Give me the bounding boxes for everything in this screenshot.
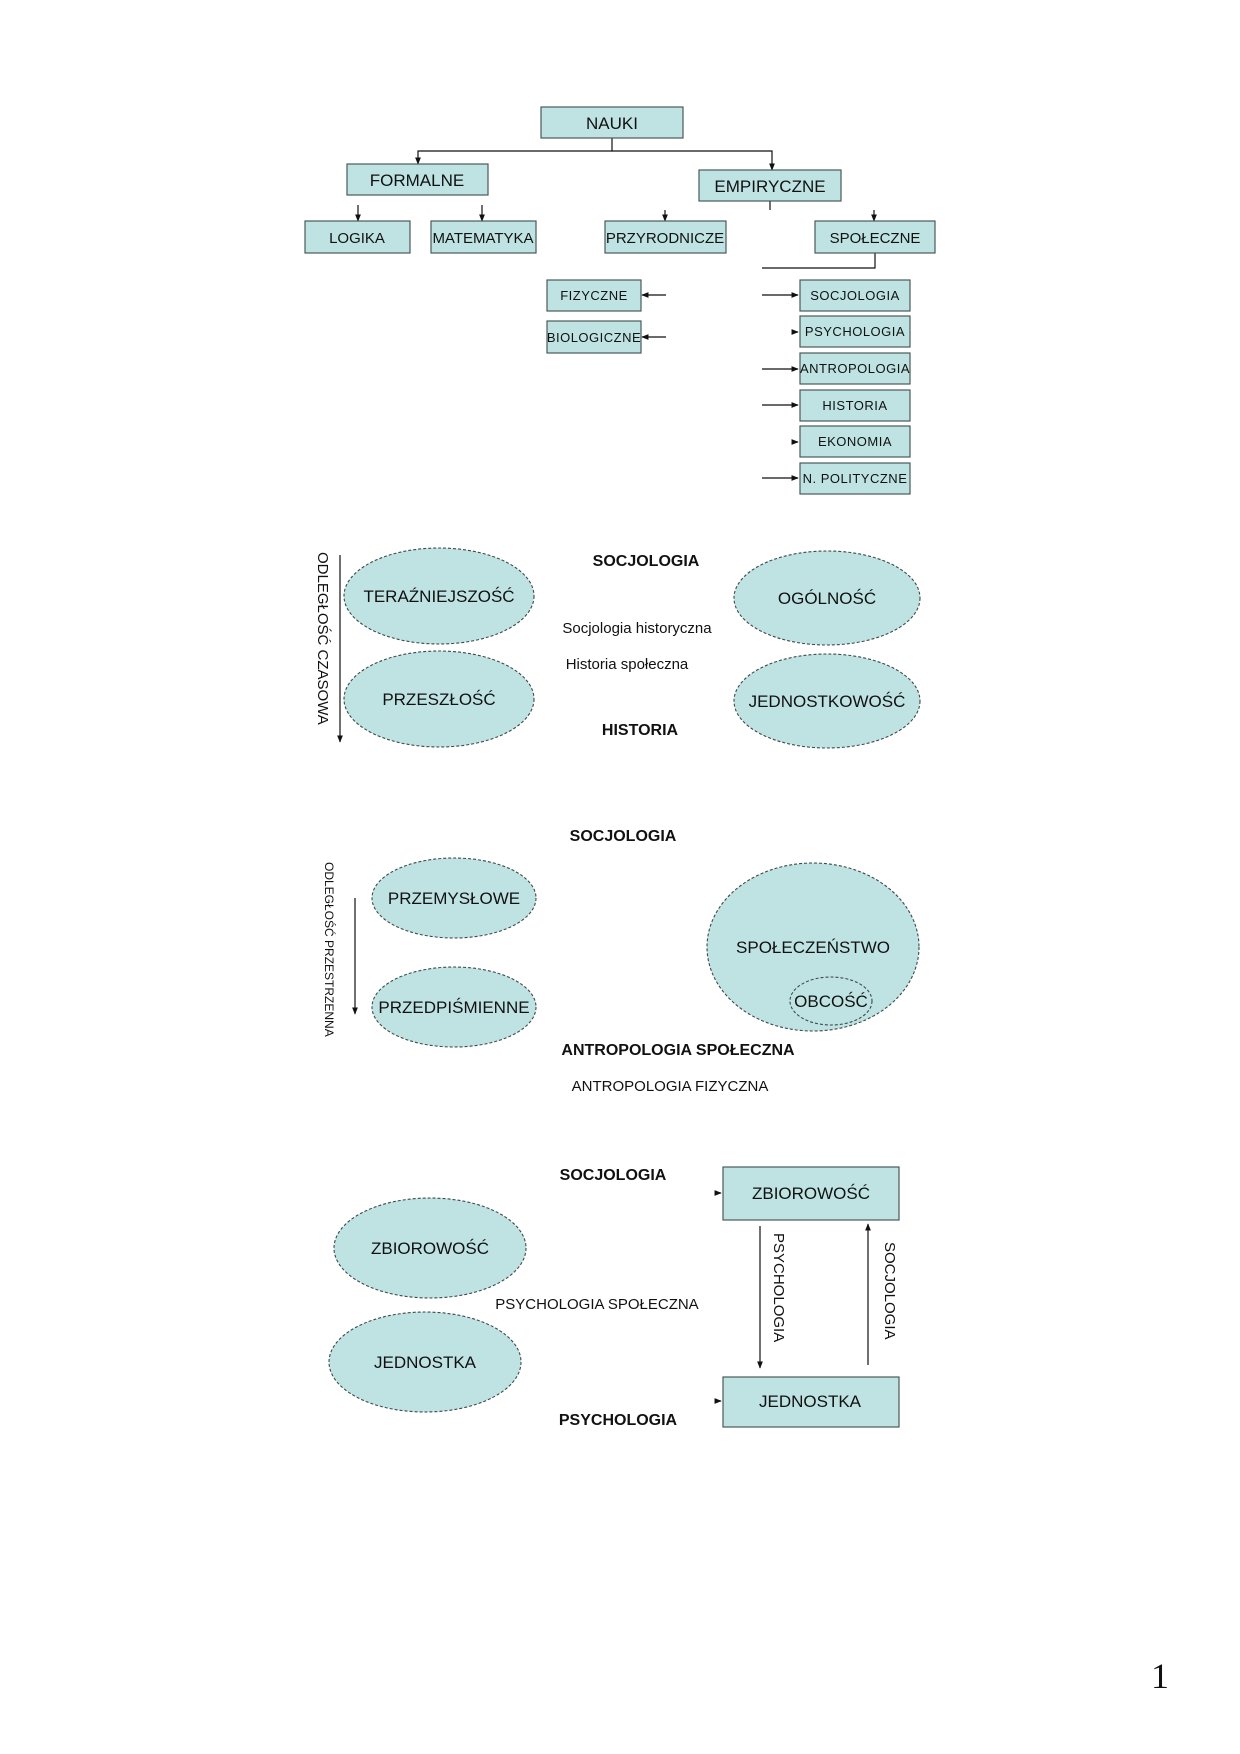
- heading-antropologia-spoleczna: ANTROPOLOGIA SPOŁECZNA: [561, 1042, 795, 1059]
- ellipse-przemyslowe-label: PRZEMYSŁOWE: [388, 889, 520, 908]
- node-n-polityczne: N. POLITYCZNE: [799, 462, 911, 495]
- node-antropologia-label: ANTROPOLOGIA: [800, 361, 910, 376]
- ellipse-przeszlosc-label: PRZESZŁOŚĆ: [382, 690, 495, 709]
- ellipse-jednostka: JEDNOSTKA: [328, 1311, 522, 1413]
- text-psychologia-spoleczna: PSYCHOLOGIA SPOŁECZNA: [495, 1296, 698, 1313]
- ellipse-przemyslowe: PRZEMYSŁOWE: [371, 857, 537, 939]
- section-time-distance: ODLEGŁOŚĆ CZASOWA TERAŹNIEJSZOŚĆ PRZESZŁ…: [314, 547, 921, 749]
- text-socjologia-historyczna: Socjologia historyczna: [562, 620, 712, 637]
- text-antropologia-fizyczna: ANTROPOLOGIA FIZYCZNA: [572, 1078, 769, 1095]
- heading-historia: HISTORIA: [602, 722, 679, 739]
- science-tree: NAUKI FORMALNE EMPIRYCZNE LOGIKA MATEMAT…: [304, 106, 936, 495]
- section-collective-individual: SOCJOLOGIA ZBIOROWOŚĆ JEDNOSTKA PSYCHOLO…: [328, 1166, 900, 1429]
- node-historia: HISTORIA: [799, 389, 911, 422]
- arrow-psychologia-label: PSYCHOLOGIA: [770, 1233, 787, 1342]
- ellipse-terazniejszosc: TERAŹNIEJSZOŚĆ: [343, 547, 535, 645]
- ellipse-terazniejszosc-label: TERAŹNIEJSZOŚĆ: [363, 587, 514, 606]
- ellipse-przedpismienne-label: PRZEDPIŚMIENNE: [378, 998, 529, 1017]
- node-ekonomia-label: EKONOMIA: [818, 434, 892, 449]
- node-biologiczne: BIOLOGICZNE: [546, 320, 642, 354]
- heading-psychologia: PSYCHOLOGIA: [559, 1412, 678, 1429]
- text-historia-spoleczna: Historia społeczna: [566, 656, 689, 673]
- ellipse-przeszlosc: PRZESZŁOŚĆ: [343, 650, 535, 748]
- box-jednostka-label: JEDNOSTKA: [759, 1392, 862, 1411]
- box-zbiorowosc: ZBIOROWOŚĆ: [722, 1166, 900, 1221]
- heading-socjologia-1: SOCJOLOGIA: [593, 553, 700, 570]
- node-przyrodnicze-label: PRZYRODNICZE: [606, 230, 724, 247]
- node-formalne-label: FORMALNE: [370, 171, 464, 190]
- node-empiryczne: EMPIRYCZNE: [698, 169, 842, 202]
- node-empiryczne-label: EMPIRYCZNE: [714, 177, 825, 196]
- ellipse-ogolnosc-label: OGÓLNOŚĆ: [778, 589, 876, 608]
- box-jednostka: JEDNOSTKA: [722, 1376, 900, 1428]
- node-socjologia: SOCJOLOGIA: [799, 279, 911, 312]
- node-matematyka-label: MATEMATYKA: [432, 230, 533, 247]
- node-socjologia-label: SOCJOLOGIA: [810, 288, 900, 303]
- node-matematyka: MATEMATYKA: [430, 220, 537, 254]
- node-fizyczne: FIZYCZNE: [546, 279, 642, 312]
- node-fizyczne-label: FIZYCZNE: [560, 288, 628, 303]
- ellipse-obcosc: OBCOŚĆ: [789, 976, 873, 1026]
- node-nauki-label: NAUKI: [586, 114, 638, 133]
- node-nauki: NAUKI: [540, 106, 684, 139]
- node-n-polityczne-label: N. POLITYCZNE: [803, 471, 908, 486]
- ellipse-jednostka-label: JEDNOSTKA: [374, 1353, 477, 1372]
- page-number: 1: [1151, 1656, 1169, 1696]
- node-biologiczne-label: BIOLOGICZNE: [547, 330, 641, 345]
- ellipse-jednostkowosc: JEDNOSTKOWOŚĆ: [733, 653, 921, 749]
- node-formalne: FORMALNE: [346, 163, 489, 196]
- node-logika-label: LOGIKA: [329, 230, 385, 247]
- ellipse-obcosc-label: OBCOŚĆ: [794, 992, 868, 1011]
- box-zbiorowosc-label: ZBIOROWOŚĆ: [752, 1184, 870, 1203]
- ellipse-zbiorowosc: ZBIOROWOŚĆ: [333, 1197, 527, 1299]
- section-space-distance: SOCJOLOGIA ODLEGŁOŚĆ PRZESTRZENNA PRZEMY…: [322, 828, 920, 1095]
- node-psychologia-label: PSYCHOLOGIA: [805, 324, 905, 339]
- ellipse-spoleczenstwo-label: SPOŁECZEŃSTWO: [736, 938, 890, 957]
- heading-socjologia-3: SOCJOLOGIA: [560, 1167, 667, 1184]
- ellipse-jednostkowosc-label: JEDNOSTKOWOŚĆ: [749, 692, 906, 711]
- ellipse-zbiorowosc-label: ZBIOROWOŚĆ: [371, 1239, 489, 1258]
- node-przyrodnicze: PRZYRODNICZE: [604, 220, 727, 254]
- node-psychologia: PSYCHOLOGIA: [799, 315, 911, 348]
- node-historia-label: HISTORIA: [822, 398, 887, 413]
- node-spoleczne-label: SPOŁECZNE: [830, 230, 921, 247]
- arrow-socjologia-label: SOCJOLOGIA: [881, 1242, 898, 1340]
- node-logika: LOGIKA: [304, 220, 411, 254]
- time-distance-label: ODLEGŁOŚĆ CZASOWA: [314, 552, 332, 725]
- space-distance-label: ODLEGŁOŚĆ PRZESTRZENNA: [322, 862, 337, 1037]
- heading-socjologia-2: SOCJOLOGIA: [570, 828, 677, 845]
- node-spoleczne: SPOŁECZNE: [814, 220, 936, 254]
- node-ekonomia: EKONOMIA: [799, 425, 911, 458]
- ellipse-przedpismienne: PRZEDPIŚMIENNE: [371, 966, 537, 1048]
- ellipse-ogolnosc: OGÓLNOŚĆ: [733, 550, 921, 646]
- node-antropologia: ANTROPOLOGIA: [799, 352, 911, 385]
